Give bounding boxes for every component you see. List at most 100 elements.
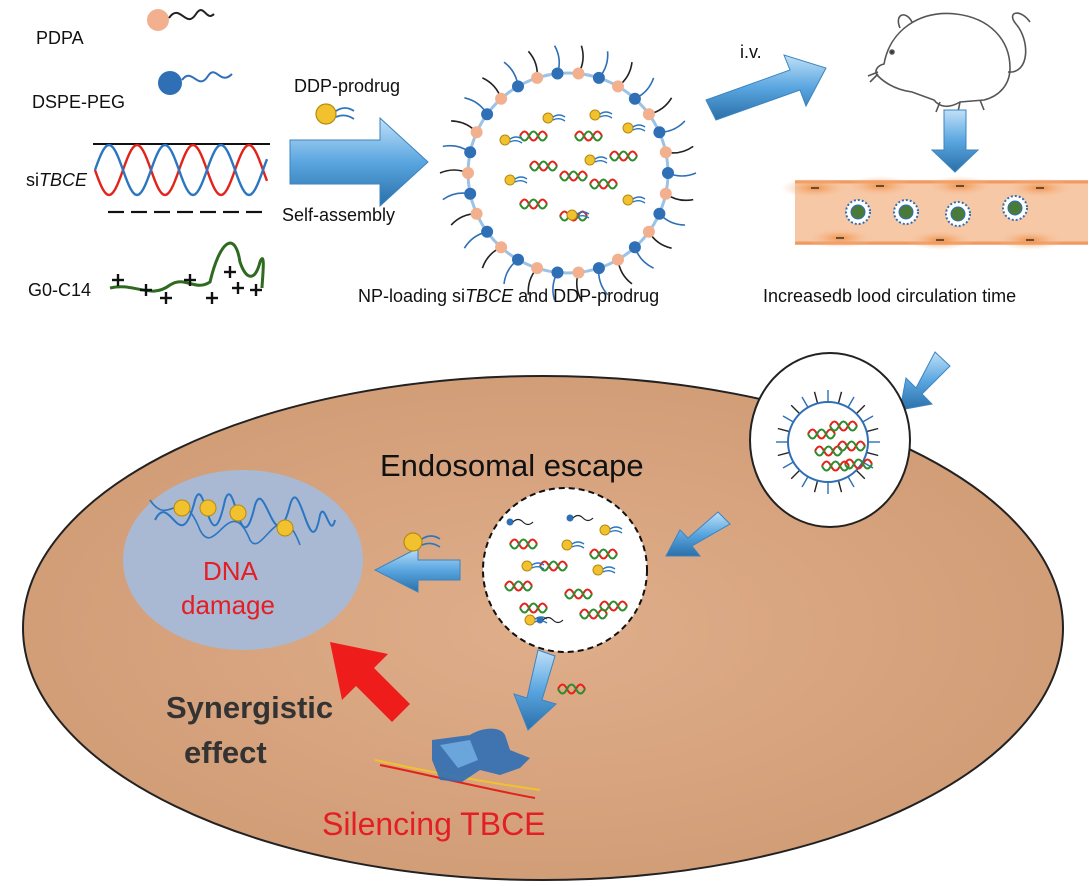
self-assembly-arrow (289, 116, 429, 208)
label-np-loading-suffix: and DDP-prodrug (513, 286, 660, 306)
label-sitbce-prefix: si (26, 170, 39, 190)
g0-c14-lipid-icon (109, 241, 265, 304)
label-np-loading-prefix: NP-loading si (358, 286, 466, 306)
dspe-peg-polymer-icon (158, 71, 233, 95)
inset-corona (813, 391, 819, 404)
label-g0-c14: G0-C14 (28, 280, 92, 300)
sirna-in-np (559, 170, 588, 182)
nanoparticle-icon (439, 45, 697, 301)
inset-corona (837, 391, 843, 404)
inset-corona (855, 404, 866, 415)
inset-corona (782, 415, 794, 423)
inset-corona (790, 469, 801, 480)
np-bead (551, 266, 564, 279)
np-bead (551, 67, 564, 80)
inset-corona (801, 476, 809, 488)
np-bead (659, 187, 672, 200)
np-bead (653, 126, 666, 139)
np-bead (659, 146, 672, 159)
down-arrow-to-vessel (930, 109, 980, 173)
cell-entry-inset (749, 352, 911, 528)
np-bead (612, 80, 624, 93)
label-np-loading-gene: TBCE (465, 286, 514, 306)
ddp-in-np (499, 134, 523, 146)
inset-corona (777, 427, 790, 433)
sirna-in-np (574, 130, 603, 142)
np-bead (592, 262, 605, 275)
ddp-in-np (542, 112, 566, 124)
label-np-loading: NP-loading siTBCE and DDP-prodrug (358, 286, 659, 307)
np-bead (462, 167, 474, 179)
inset-shell (787, 401, 869, 483)
label-dna-damage-line2: damage (181, 590, 275, 620)
arrow-to-silencing (513, 649, 557, 731)
np-bead (481, 108, 494, 121)
inset-corona (866, 451, 879, 457)
np-bead (531, 262, 544, 275)
label-sitbce: siTBCE (26, 170, 87, 191)
endosome-polymer (506, 518, 534, 526)
np-bead (470, 207, 483, 220)
arrow-to-nucleus (373, 547, 461, 593)
protein-icon (374, 728, 541, 799)
np-bead (495, 241, 508, 254)
np-bead (612, 253, 624, 266)
sirna-in-np (529, 160, 558, 172)
np-bead (512, 80, 524, 93)
inset-corona (837, 480, 843, 493)
ddp-prodrug-icon (315, 103, 355, 125)
mouse-icon (867, 12, 1031, 113)
np-bead (653, 207, 666, 220)
sirna-in-np (589, 178, 618, 190)
label-endosomal-escape: Endosomal escape (380, 448, 644, 483)
np-bead (628, 92, 641, 105)
nucleus-icon (123, 470, 363, 650)
endosome-icon (482, 487, 648, 653)
np-bead (642, 108, 655, 121)
label-dna-damage-line1: DNA (203, 556, 258, 586)
inset-corona (777, 451, 790, 457)
np-bead (662, 167, 674, 179)
arrow-to-endosome (665, 511, 731, 557)
ddp-in-np (622, 194, 646, 206)
ddp-in-np (589, 109, 613, 121)
label-circulation: Increasedb lood circulation time (763, 286, 1017, 306)
vessel-nanoparticle (1002, 195, 1028, 221)
np-bead (495, 92, 508, 105)
np-bead (531, 71, 544, 84)
label-dspe-peg: DSPE-PEG (32, 92, 126, 112)
ddp-prodrug-released-icon (403, 532, 441, 552)
ddp-in-np (622, 122, 646, 134)
endosome-polymer (536, 616, 564, 624)
ddp-in-np (584, 154, 608, 166)
np-bead (572, 67, 585, 80)
np-bead (512, 253, 524, 266)
inset-corona (813, 480, 819, 493)
np-bead (464, 187, 477, 200)
sirna-helix-icon (93, 143, 270, 214)
inset-corona (847, 476, 855, 488)
sirna-in-np (519, 198, 548, 210)
inset-corona (866, 427, 879, 433)
vessel-nanoparticle (893, 199, 919, 225)
inset-corona (862, 415, 874, 423)
label-pdpa: PDPA (36, 28, 84, 48)
np-bead (464, 146, 477, 159)
np-bead (470, 126, 483, 139)
inset-corona (801, 396, 809, 408)
sirna-in-np (609, 150, 638, 162)
ddp-in-np (504, 174, 528, 186)
np-bead (572, 266, 585, 279)
label-synergistic-line1: Synergistic (166, 690, 334, 725)
np-bead (481, 225, 494, 238)
vessel-nanoparticle (945, 201, 971, 227)
blood-vessel-icon (781, 176, 1088, 250)
label-synergistic-line2: effect (184, 735, 267, 770)
inset-corona (782, 461, 794, 469)
label-self-assembly: Self-assembly (282, 205, 396, 225)
inset-corona (847, 396, 855, 408)
pdpa-polymer-icon (147, 9, 215, 31)
np-bead (592, 71, 605, 84)
label-ddp-prodrug: DDP-prodrug (294, 76, 401, 96)
